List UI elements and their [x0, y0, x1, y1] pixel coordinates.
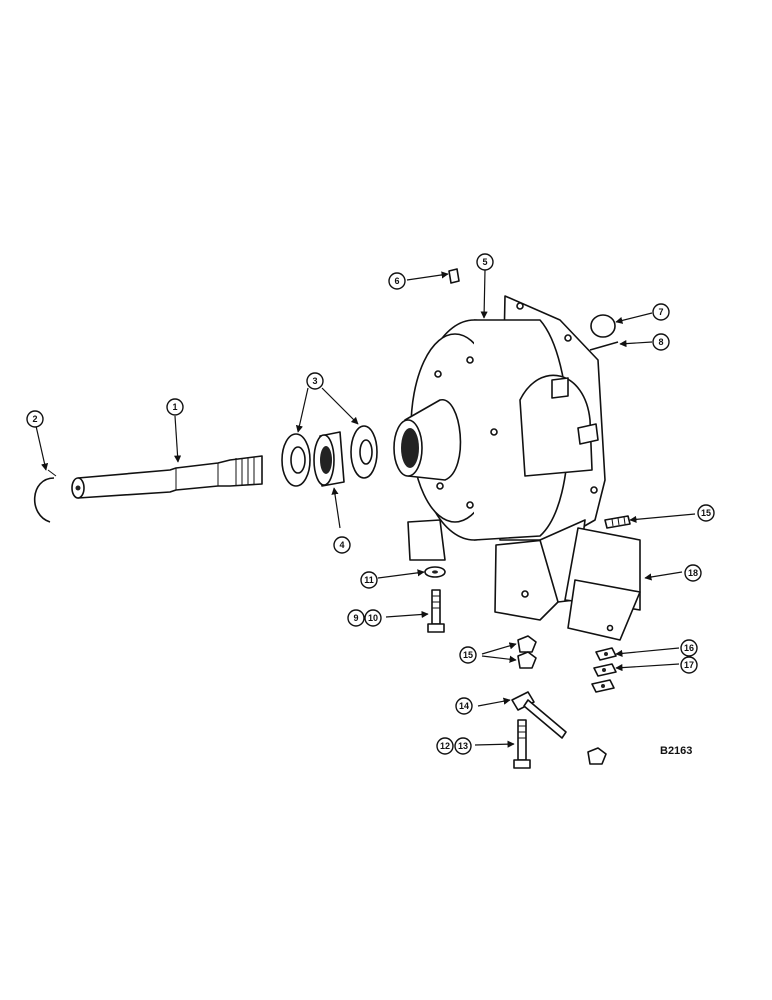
gear-housing-part: [393, 295, 606, 621]
callout-17: 17: [680, 656, 698, 674]
snap-ring-part: [33, 469, 57, 523]
adjusting-bolt-part: [511, 691, 567, 739]
svg-text:12: 12: [440, 741, 450, 751]
svg-text:3: 3: [312, 376, 317, 386]
callout-9: 9: [347, 609, 365, 627]
thrust-washer-left: [281, 433, 311, 487]
svg-text:18: 18: [688, 568, 698, 578]
callout-2: 2: [26, 410, 44, 428]
diagram-code: B2163: [660, 745, 692, 757]
callout-15-upper: 15: [697, 504, 715, 522]
nut-lower-part: [517, 651, 537, 669]
grease-fitting-part: [448, 268, 460, 284]
svg-text:4: 4: [339, 540, 344, 550]
svg-text:5: 5: [482, 257, 487, 267]
stud-part: [604, 515, 631, 529]
cap-part: [590, 314, 616, 338]
svg-text:9: 9: [353, 613, 358, 623]
svg-text:2: 2: [32, 414, 37, 424]
svg-text:15: 15: [463, 650, 473, 660]
cap-screw-part: [513, 719, 531, 769]
svg-text:1: 1: [172, 402, 177, 412]
needle-bearing-part: [313, 431, 345, 487]
svg-text:6: 6: [394, 276, 399, 286]
nut-upper-part: [517, 635, 537, 653]
callout-18: 18: [684, 564, 702, 582]
callout-7: 7: [652, 303, 670, 321]
square-nut-part: [591, 647, 617, 693]
svg-text:10: 10: [368, 613, 378, 623]
callout-16: 16: [680, 639, 698, 657]
callout-6: 6: [388, 272, 406, 290]
callout-3: 3: [306, 372, 324, 390]
callout-1: 1: [166, 398, 184, 416]
svg-text:16: 16: [684, 643, 694, 653]
angle-bracket-part: [564, 527, 641, 641]
svg-text:13: 13: [458, 741, 468, 751]
callout-14: 14: [455, 697, 473, 715]
pin-part: [589, 341, 619, 351]
svg-text:8: 8: [658, 337, 663, 347]
leader-lines: [35, 269, 696, 748]
thrust-washer-right: [350, 425, 378, 479]
bolt-part: [427, 589, 445, 633]
callout-11: 11: [360, 571, 378, 589]
callout-4: 4: [333, 536, 351, 554]
callout-15-lower: 15: [459, 646, 477, 664]
callout-13: 13: [454, 737, 472, 755]
callout-12: 12: [436, 737, 454, 755]
svg-text:17: 17: [684, 660, 694, 670]
shaft-part: [71, 455, 263, 499]
hex-nut-part: [587, 747, 607, 765]
washer-part: [424, 566, 446, 578]
svg-text:7: 7: [658, 307, 663, 317]
callout-10: 10: [364, 609, 382, 627]
svg-text:11: 11: [364, 575, 374, 585]
callout-5: 5: [476, 253, 494, 271]
callout-8: 8: [652, 333, 670, 351]
svg-text:14: 14: [459, 701, 469, 711]
svg-text:15: 15: [701, 508, 711, 518]
